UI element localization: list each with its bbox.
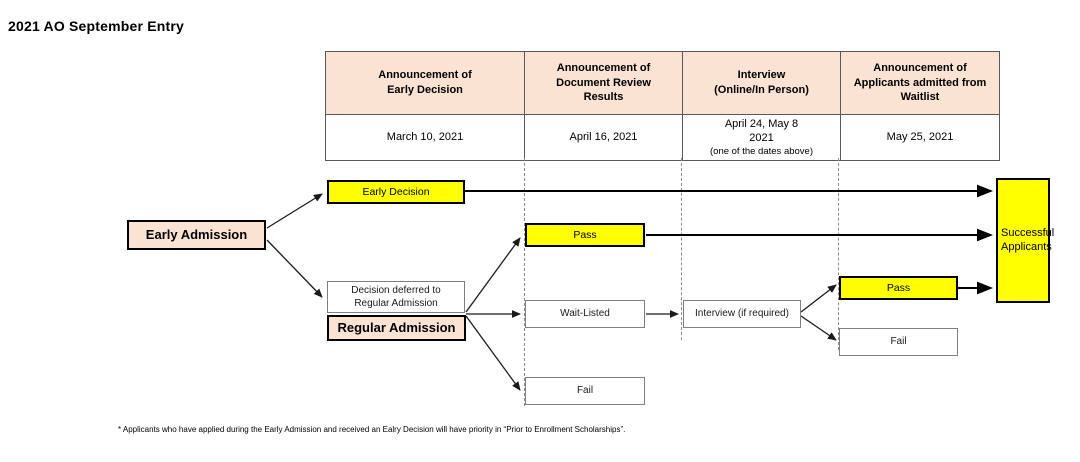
node-regular-admission[interactable]: Regular Admission: [327, 315, 466, 341]
column-header-interview: Interview (Online/In Person): [682, 51, 841, 115]
node-fail-document-review[interactable]: Fail: [525, 377, 645, 405]
column-header-waitlist: Announcement of Applicants admitted from…: [840, 51, 1000, 115]
table-header-row: Announcement of Early Decision Announcem…: [325, 51, 1000, 115]
date-interview: April 24, May 8 2021 (one of the dates a…: [682, 114, 841, 161]
node-early-admission[interactable]: Early Admission: [127, 220, 266, 250]
node-interview[interactable]: Interview (if required): [683, 300, 801, 328]
node-pass-document-review[interactable]: Pass: [525, 223, 645, 247]
node-successful-applicants[interactable]: Successful Applicants: [996, 178, 1054, 303]
schedule-table: Announcement of Early Decision Announcem…: [325, 51, 1000, 161]
date-document-review: April 16, 2021: [524, 114, 683, 161]
guide-line-column-3: [838, 158, 839, 350]
page-title: 2021 AO September Entry: [8, 18, 185, 34]
date-early-decision: March 10, 2021: [325, 114, 525, 161]
node-fail-interview[interactable]: Fail: [839, 328, 958, 356]
node-early-decision[interactable]: Early Decision: [327, 180, 465, 204]
node-pass-interview[interactable]: Pass: [839, 276, 958, 300]
date-waitlist: May 25, 2021: [840, 114, 1000, 161]
guide-line-column-1: [524, 158, 525, 406]
footnote: * Applicants who have applied during the…: [118, 425, 626, 434]
node-decision-deferred[interactable]: Decision deferred to Regular Admission: [327, 281, 465, 313]
table-date-row: March 10, 2021 April 16, 2021 April 24, …: [325, 114, 1000, 161]
column-header-document-review: Announcement of Document Review Results: [524, 51, 683, 115]
node-wait-listed[interactable]: Wait-Listed: [525, 300, 645, 328]
column-header-early-decision: Announcement of Early Decision: [325, 51, 525, 115]
guide-line-column-2: [681, 158, 682, 340]
